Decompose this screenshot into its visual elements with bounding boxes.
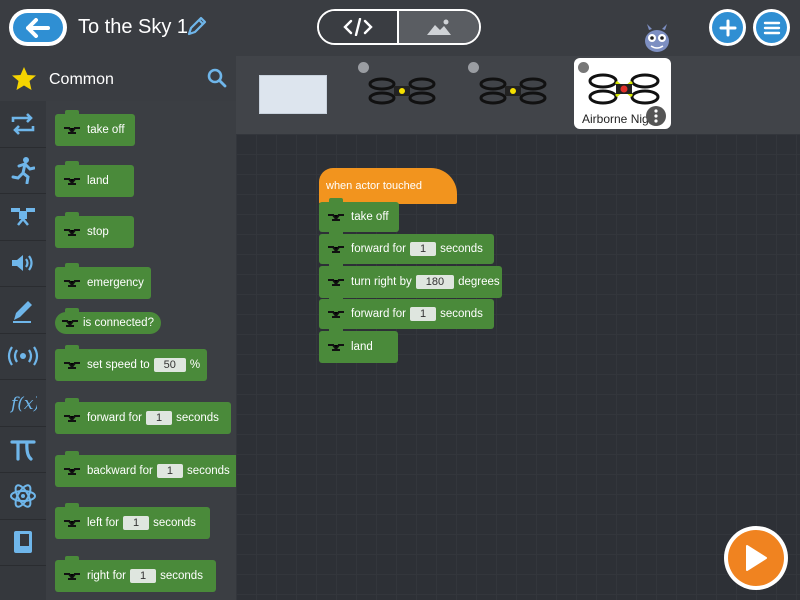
- drone-icon: [328, 246, 344, 253]
- drone-icon: [328, 344, 344, 351]
- palette-block-set-speed[interactable]: set speed to 50 %: [55, 345, 207, 381]
- category-header: [0, 56, 236, 101]
- palette-block-right-for[interactable]: right for 1 seconds: [55, 556, 216, 592]
- drone-icon: [64, 362, 80, 369]
- script-block-turn-right[interactable]: turn right by 180 degrees: [319, 262, 502, 298]
- category-broadcast[interactable]: [0, 334, 46, 380]
- category-pen[interactable]: [0, 287, 46, 334]
- actor-indicator: [468, 62, 479, 73]
- drone-icon: [64, 229, 80, 236]
- script-block-forward-for[interactable]: forward for 1 seconds: [319, 230, 494, 264]
- play-button[interactable]: [724, 526, 788, 590]
- plus-icon: [719, 19, 736, 36]
- degrees-input[interactable]: 180: [415, 275, 455, 289]
- palette-block-is-connected[interactable]: is connected?: [55, 308, 161, 334]
- pen-icon: [13, 300, 32, 323]
- speed-input[interactable]: 50: [153, 358, 186, 372]
- drone-icon: [62, 320, 78, 327]
- palette-block-left-for[interactable]: left for 1 seconds: [55, 503, 210, 539]
- drone-icon: [64, 178, 80, 185]
- book-icon: [14, 531, 32, 554]
- palette-block-backward-for[interactable]: backward for 1 seconds: [55, 451, 236, 487]
- loop-icon: [11, 112, 35, 135]
- star-icon: [12, 67, 36, 90]
- drone-icon: [64, 520, 80, 527]
- view-toggle[interactable]: [317, 9, 481, 45]
- more-vertical-icon: [654, 109, 658, 123]
- arrow-left-icon: [26, 17, 50, 38]
- search-icon[interactable]: [207, 68, 227, 88]
- drone-icon: [328, 214, 344, 221]
- category-math[interactable]: [0, 427, 46, 473]
- category-sound[interactable]: [0, 241, 46, 287]
- actor-indicator: [358, 62, 369, 73]
- pencil-icon[interactable]: [186, 15, 208, 37]
- category-motion[interactable]: [0, 148, 46, 194]
- play-icon: [746, 545, 767, 571]
- category-book[interactable]: [0, 520, 46, 566]
- image-icon: [427, 19, 452, 35]
- script-block-land[interactable]: land: [319, 327, 398, 363]
- atom-icon: [10, 484, 36, 508]
- drone-actor-2[interactable]: [477, 70, 549, 110]
- function-icon: f(x): [9, 394, 37, 414]
- script-block-take-off[interactable]: take off: [319, 198, 399, 232]
- palette-block-emergency[interactable]: emergency: [55, 263, 151, 299]
- duration-input[interactable]: 1: [122, 516, 150, 530]
- category-loop[interactable]: [0, 101, 46, 148]
- palette-block-forward-for[interactable]: forward for 1 seconds: [55, 398, 231, 434]
- speaker-icon: [12, 255, 33, 272]
- stage-thumbnail[interactable]: [259, 75, 327, 114]
- code-icon: [343, 18, 373, 36]
- back-button[interactable]: [9, 9, 67, 46]
- duration-input[interactable]: 1: [409, 242, 437, 256]
- actor-indicator: [578, 62, 589, 73]
- menu-button[interactable]: [753, 9, 790, 46]
- block-palette: take off land stop emergency is connecte…: [46, 101, 236, 600]
- drone-icon: [64, 468, 80, 475]
- script-block-forward-for[interactable]: forward for 1 seconds: [319, 295, 494, 329]
- drone-icon: [11, 207, 35, 226]
- run-icon: [11, 157, 35, 185]
- category-title: Common: [49, 71, 114, 88]
- category-science[interactable]: [0, 473, 46, 520]
- drone-icon: [64, 280, 80, 287]
- category-drone[interactable]: [0, 194, 46, 241]
- hamburger-icon: [763, 21, 780, 34]
- drone-icon: [64, 573, 80, 580]
- category-functions[interactable]: f(x): [0, 380, 46, 427]
- code-view-tab[interactable]: [319, 11, 400, 43]
- add-button[interactable]: [709, 9, 746, 46]
- svg-text:f(x): f(x): [9, 394, 37, 414]
- drone-actor-selected: [588, 73, 660, 105]
- palette-block-take-off[interactable]: take off: [55, 110, 135, 146]
- drone-icon: [64, 127, 80, 134]
- selected-actor-label: Airborne Night: [582, 112, 659, 126]
- mascot-icon[interactable]: [641, 20, 673, 54]
- broadcast-icon: [7, 346, 39, 366]
- palette-block-stop[interactable]: stop: [55, 212, 134, 248]
- palette-block-land[interactable]: land: [55, 161, 134, 197]
- duration-input[interactable]: 1: [130, 569, 157, 583]
- drone-icon: [64, 415, 80, 422]
- duration-input[interactable]: 1: [145, 411, 173, 425]
- project-title[interactable]: To the Sky 1: [78, 16, 189, 38]
- actor-more-button[interactable]: [646, 106, 666, 126]
- drone-icon: [328, 311, 344, 318]
- duration-input[interactable]: 1: [156, 464, 183, 478]
- scene-view-tab[interactable]: [399, 11, 479, 43]
- pi-icon: [10, 440, 36, 461]
- category-rail: f(x): [0, 101, 46, 600]
- drone-icon: [328, 279, 344, 286]
- duration-input[interactable]: 1: [409, 307, 437, 321]
- drone-actor-1[interactable]: [366, 70, 438, 110]
